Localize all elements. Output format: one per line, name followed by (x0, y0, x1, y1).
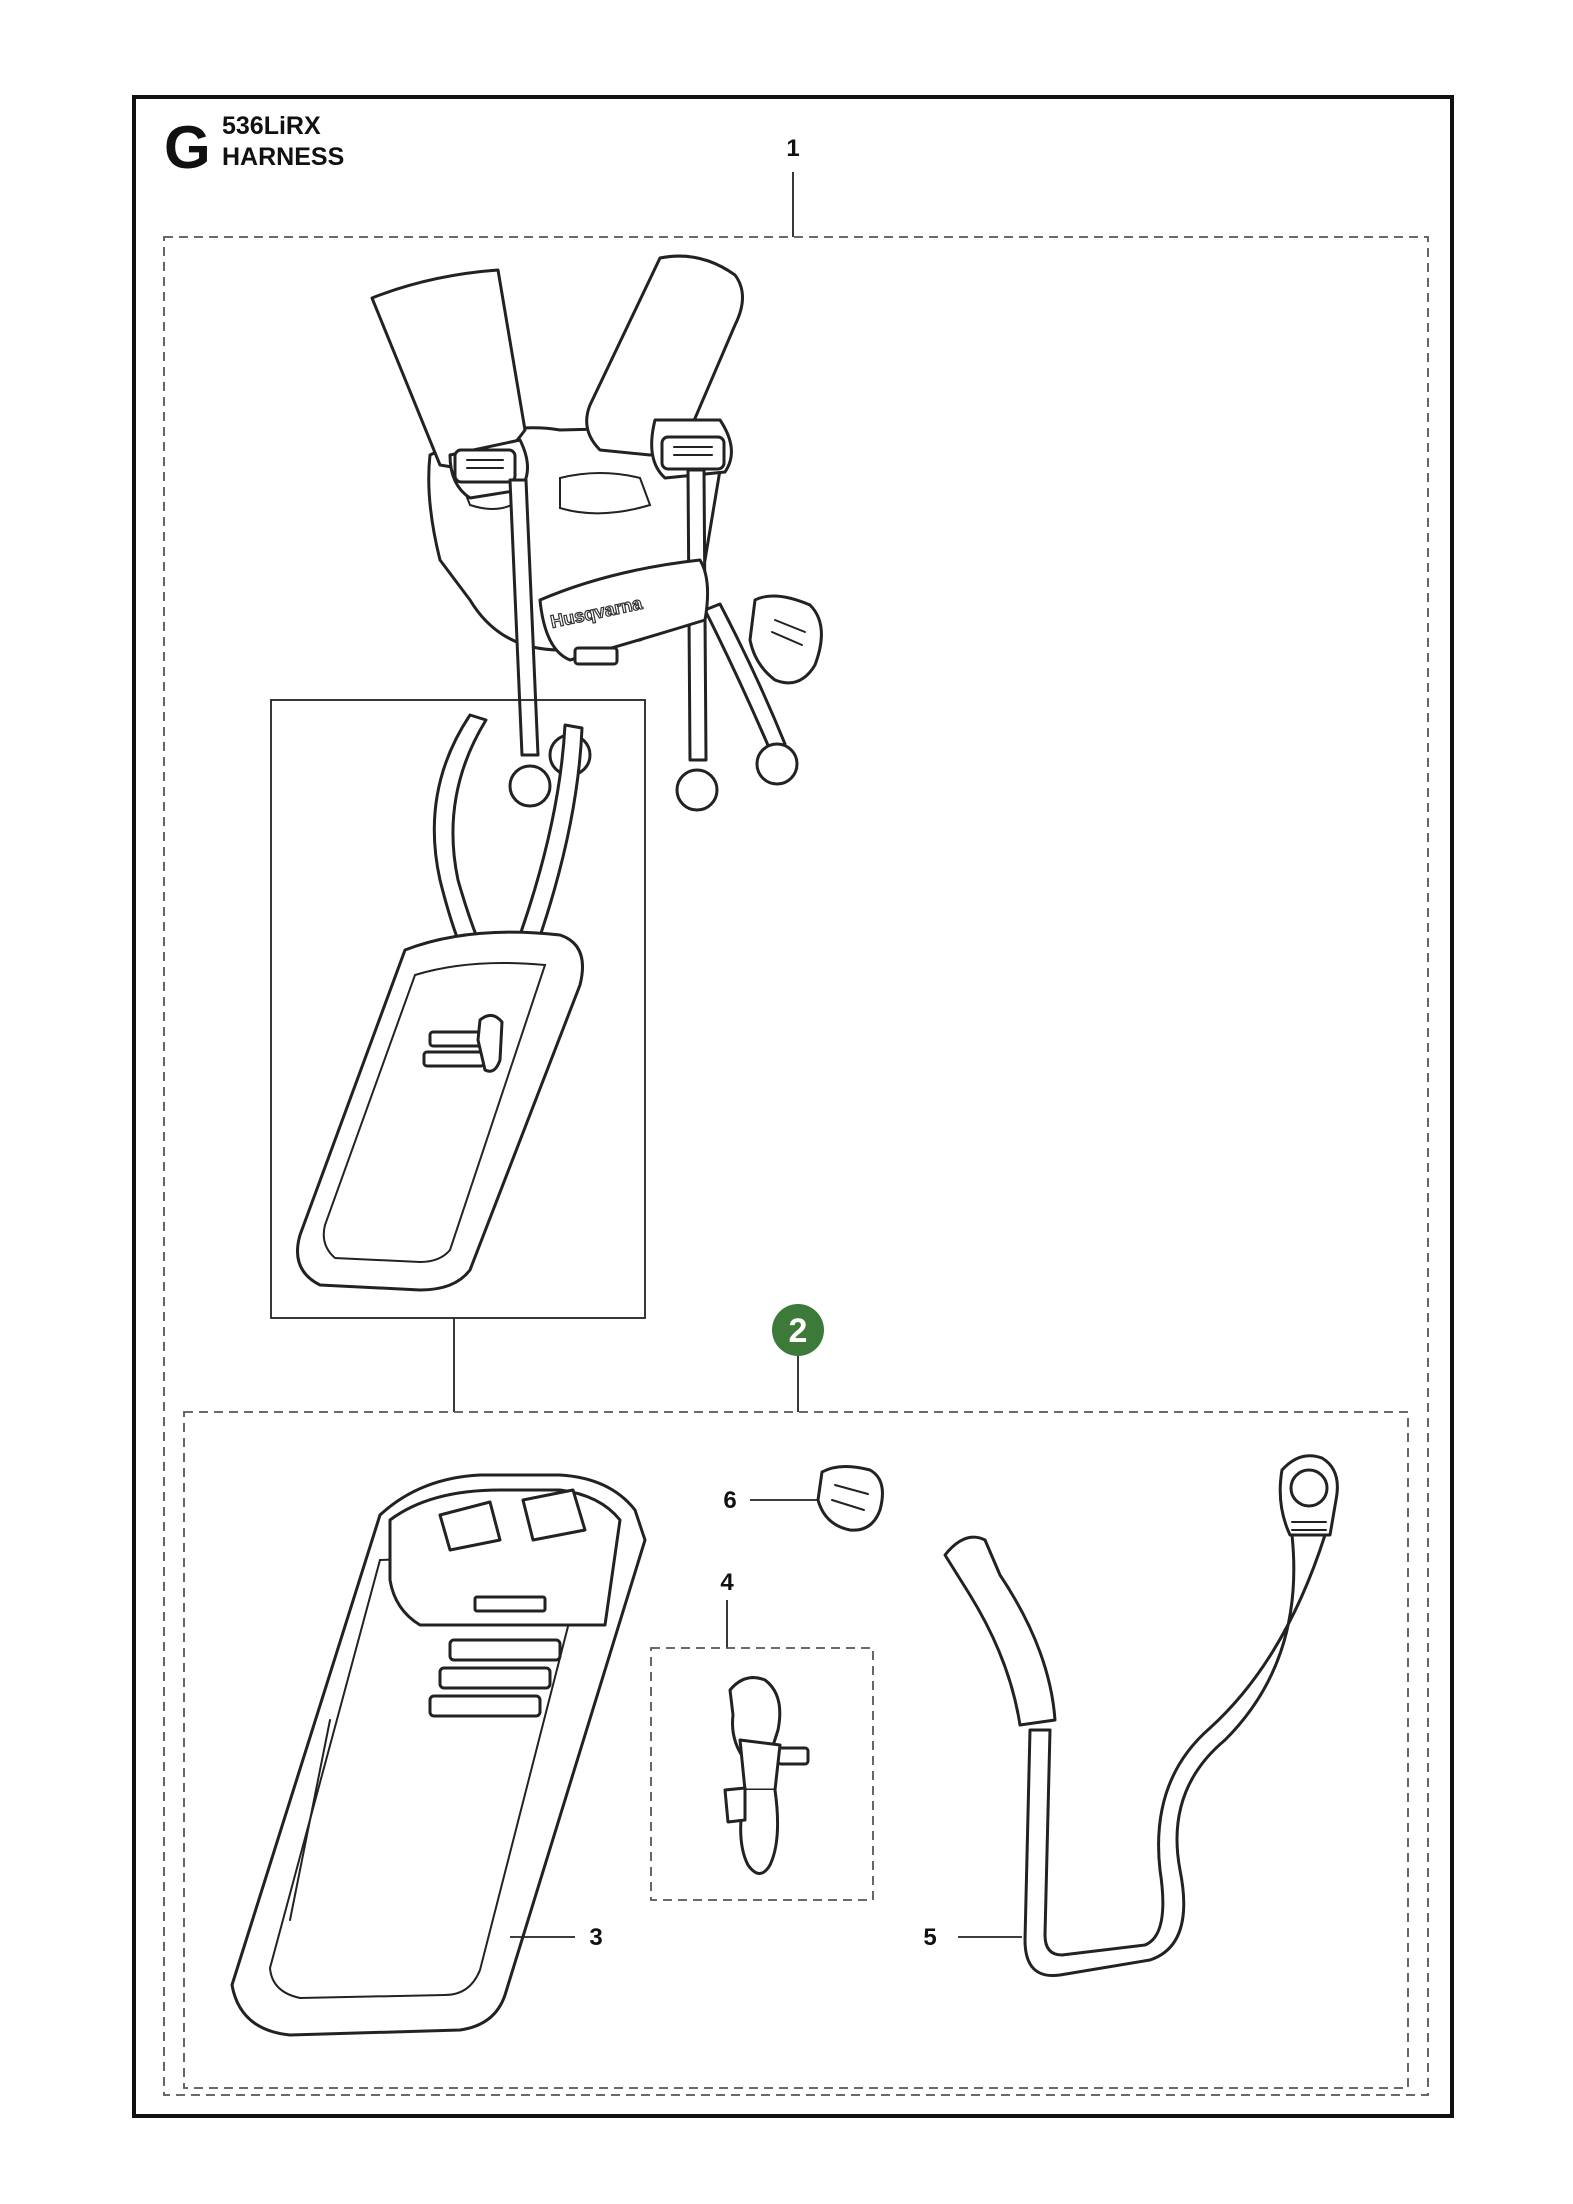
hip-pad-slot-2 (438, 1666, 552, 1690)
callout-6: 6 (723, 1487, 736, 1514)
callout-5: 5 (923, 1924, 936, 1951)
hook-bolt (776, 1746, 810, 1766)
hook-body (738, 1738, 782, 1792)
back-plate-cutout-center (559, 472, 652, 515)
strap-short-band (943, 1535, 1057, 1727)
assembly-1-box (163, 236, 1429, 2096)
hook-tab (723, 1786, 747, 1824)
chest-pad-tab (573, 646, 619, 666)
attached-hip-pad (296, 930, 584, 1292)
attached-strap-left (432, 713, 488, 947)
hip-pad-attached-drawing (296, 713, 584, 1292)
attached-hook (476, 1014, 504, 1073)
part-6-buckle (816, 1465, 884, 1532)
strap-long-band (1023, 1533, 1327, 1978)
part-4-hook (723, 1676, 810, 1875)
callout-2: 2 (789, 1312, 808, 1350)
section-letter: G (164, 114, 211, 181)
strap-end-ring-1 (508, 764, 552, 808)
hip-pad-ridge (289, 1719, 331, 1921)
strap-ring-hole (1289, 1468, 1329, 1508)
harness-assembly-drawing: Husqvarna (370, 254, 823, 812)
part-4-box (650, 1647, 874, 1901)
callout-3: 3 (589, 1924, 602, 1951)
callout-1: 1 (786, 135, 799, 162)
callout-4: 4 (720, 1569, 734, 1596)
attached-slot-2 (422, 1050, 486, 1068)
kit-2-box (183, 1411, 1409, 2089)
part-5-strap (943, 1454, 1339, 1978)
hip-pad-slot-3 (428, 1694, 542, 1718)
left-shoulder-pad (370, 268, 527, 472)
side-buckle (748, 594, 823, 685)
hip-pad-label-slot (473, 1595, 547, 1613)
buckle-body (816, 1465, 884, 1532)
front-strap-left (508, 478, 540, 757)
page-frame (132, 95, 1454, 2118)
hip-pad-slot-1 (448, 1638, 562, 1662)
chest-pad (538, 558, 710, 662)
part-3-hip-pad (230, 1473, 647, 2037)
hip-pad-right-loop (521, 1488, 587, 1542)
callout-2-badge (772, 1304, 824, 1356)
model-name: 536LiRX (222, 112, 321, 140)
hip-pad-detail-box (270, 699, 646, 1319)
strap-end-ring-4 (755, 742, 799, 786)
strap-end-ring-3 (675, 768, 719, 812)
hook-loop (739, 1788, 780, 1875)
attached-hip-pad-inner (322, 962, 547, 1264)
right-shoulder-pad (585, 254, 744, 457)
side-strap-right (703, 602, 787, 752)
hip-pad-inner (268, 1553, 587, 2000)
section-title: HARNESS (222, 143, 344, 171)
left-strap-buckle (453, 448, 517, 484)
right-strap-buckle (660, 435, 726, 471)
hip-pad-left-loop (438, 1500, 502, 1552)
